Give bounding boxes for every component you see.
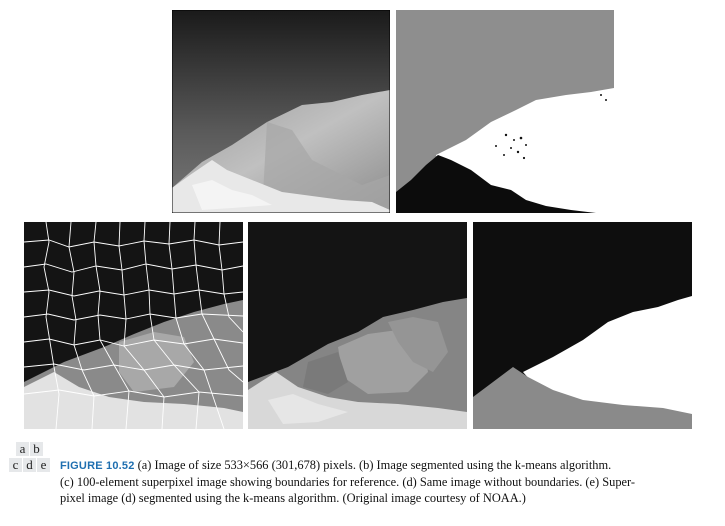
caption-text-1: (a) Image of size 533×566 (301,678) pixe… — [137, 458, 612, 472]
panel-b-kmeans-segmented — [396, 10, 614, 213]
panel-d-superpixels-no-boundaries — [248, 222, 467, 429]
panel-key-b: b — [30, 442, 43, 456]
caption-line-1: FIGURE 10.52 (a) Image of size 533×566 (… — [60, 457, 720, 474]
panel-a-original-image — [172, 10, 390, 213]
panel-key-c: c — [9, 458, 22, 472]
panel-key-d: d — [23, 458, 36, 472]
panel-c-superpixels-with-boundaries — [24, 222, 243, 429]
figure-caption: FIGURE 10.52 (a) Image of size 533×566 (… — [60, 457, 720, 506]
panel-key-row-1: a b — [16, 442, 44, 456]
caption-line-2: (c) 100-element superpixel image showing… — [60, 475, 636, 489]
figure-label: FIGURE 10.52 — [60, 460, 135, 472]
caption-line-3: pixel image (d) segmented using the k-me… — [60, 491, 526, 505]
panel-e-superpixels-kmeans-segmented — [473, 222, 692, 429]
panel-key-e: e — [37, 458, 50, 472]
panel-key-row-2: c d e — [9, 458, 51, 472]
panel-key-a: a — [16, 442, 29, 456]
